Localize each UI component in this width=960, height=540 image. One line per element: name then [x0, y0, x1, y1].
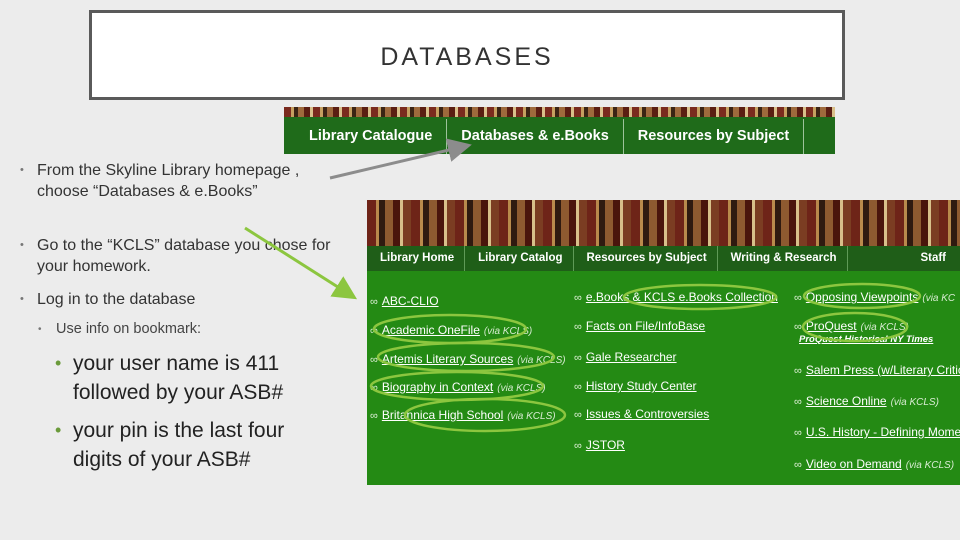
- bullet-dot: •: [20, 239, 24, 251]
- db-link-academic-onefile[interactable]: ∞Academic OneFile(via KCLS): [370, 323, 533, 337]
- sub-bullet-a: • your user name is 411 followed by your…: [55, 349, 355, 407]
- sub-bullet: • Use info on bookmark:: [38, 321, 202, 337]
- db-nav-bar: Library Home Library Catalog Resources b…: [367, 246, 960, 271]
- title-box: DATABASES: [89, 10, 845, 100]
- db-link-history-study-center[interactable]: ∞History Study Center: [574, 379, 697, 393]
- infinity-icon: ∞: [574, 440, 582, 452]
- infinity-icon: ∞: [370, 354, 378, 366]
- db-link-opposing-viewpoints[interactable]: ∞Opposing Viewpoints(via KC: [794, 290, 956, 304]
- infinity-icon: ∞: [794, 321, 802, 333]
- db-link-science-online[interactable]: ∞Science Online(via KCLS): [794, 394, 939, 408]
- infinity-icon: ∞: [794, 459, 802, 471]
- db-link-video-on-demand[interactable]: ∞Video on Demand(via KCLS): [794, 457, 955, 471]
- bullet-2: • Go to the “KCLS” database you chose fo…: [20, 237, 331, 275]
- db-link-proquest-ny-times[interactable]: ProQuest Historical NY Times: [799, 334, 934, 345]
- nav-databases-ebooks[interactable]: Databases & e.Books: [447, 119, 624, 154]
- books-banner: [367, 200, 960, 246]
- nav-writing-research[interactable]: Writing & Research: [718, 246, 848, 271]
- db-link-britannica[interactable]: ∞Britannica High School(via KCLS): [370, 408, 556, 422]
- databases-screenshot: Library Home Library Catalog Resources b…: [367, 200, 960, 485]
- db-link-jstor[interactable]: ∞JSTOR: [574, 438, 625, 452]
- infinity-icon: ∞: [794, 427, 802, 439]
- nav-resources-by-subject[interactable]: Resources by Subject: [574, 246, 718, 271]
- db-link-salem-press[interactable]: ∞Salem Press (w/Literary Critic: [794, 363, 960, 377]
- db-link-facts-on-file[interactable]: ∞Facts on File/InfoBase: [574, 319, 706, 333]
- infinity-icon: ∞: [574, 381, 582, 393]
- infinity-icon: ∞: [370, 325, 378, 337]
- db-link-us-history[interactable]: ∞U.S. History - Defining Mome: [794, 425, 960, 439]
- db-link-biography[interactable]: ∞Biography in Context(via KCLS): [370, 380, 546, 394]
- page-title: DATABASES: [380, 43, 554, 71]
- books-banner: [284, 107, 835, 117]
- top-nav-bar: Library Catalogue Databases & e.Books Re…: [284, 119, 805, 154]
- nav-library-catalog[interactable]: Library Catalog: [465, 246, 574, 271]
- infinity-icon: ∞: [794, 396, 802, 408]
- bullet-dot: •: [38, 324, 42, 335]
- db-link-gale-researcher[interactable]: ∞Gale Researcher: [574, 350, 677, 364]
- bullet-dot: •: [55, 420, 62, 440]
- bullet-dot: •: [55, 353, 62, 373]
- infinity-icon: ∞: [574, 352, 582, 364]
- nav-library-catalogue[interactable]: Library Catalogue: [284, 119, 448, 154]
- bullet-dot: •: [20, 164, 24, 176]
- nav-library-home[interactable]: Library Home: [367, 246, 466, 271]
- bullet-1: • From the Skyline Library homepage , ch…: [20, 162, 300, 200]
- infinity-icon: ∞: [574, 321, 582, 333]
- infinity-icon: ∞: [794, 292, 802, 304]
- bullet-3: • Log in to the database: [20, 291, 196, 308]
- sub-bullet-b: • your pin is the last four digits of yo…: [55, 416, 315, 474]
- infinity-icon: ∞: [370, 296, 378, 308]
- infinity-icon: ∞: [794, 365, 802, 377]
- db-link-proquest[interactable]: ∞ProQuest(via KCLS): [794, 319, 909, 333]
- db-link-abc-clio[interactable]: ∞ABC-CLIO: [370, 294, 439, 308]
- infinity-icon: ∞: [370, 382, 378, 394]
- bullet-dot: •: [20, 293, 24, 305]
- infinity-icon: ∞: [370, 410, 378, 422]
- infinity-icon: ∞: [574, 409, 582, 421]
- db-link-issues-controversies[interactable]: ∞Issues & Controversies: [574, 407, 710, 421]
- top-nav-screenshot: Library Catalogue Databases & e.Books Re…: [284, 107, 835, 154]
- db-link-ebooks[interactable]: ∞e.Books & KCLS e.Books Collection: [574, 290, 778, 304]
- db-link-artemis[interactable]: ∞Artemis Literary Sources(via KCLS): [370, 352, 566, 366]
- infinity-icon: ∞: [574, 292, 582, 304]
- nav-staff[interactable]: Staff: [920, 252, 946, 264]
- nav-resources-by-subject[interactable]: Resources by Subject: [624, 119, 805, 154]
